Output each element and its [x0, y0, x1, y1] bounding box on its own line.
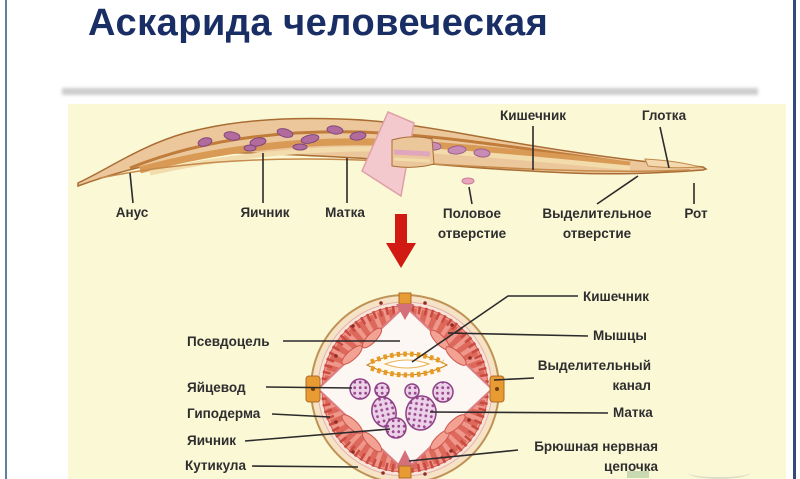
panel-top-shadow	[62, 88, 758, 95]
label-genital-opening-line1: Половое	[443, 206, 502, 221]
label-ovary-top: Яичник	[240, 205, 289, 220]
reproductive-organs	[349, 378, 454, 439]
artifact-smudge	[688, 467, 750, 479]
label-oviduct: Яйцевод	[187, 380, 246, 395]
worm-pharynx	[644, 158, 701, 169]
label-genital-opening-line2: отверстие	[438, 226, 507, 241]
excretory-canals	[305, 375, 505, 403]
label-excretory-canal-line1: Выделительный	[538, 358, 651, 373]
label-hypodermis: Гиподерма	[187, 406, 261, 421]
right-edge-line	[793, 0, 796, 479]
label-intestine-top: Кишечник	[500, 108, 566, 123]
intestine-cross	[365, 351, 449, 378]
label-pharynx: Глотка	[642, 108, 687, 123]
cut-plane	[361, 111, 435, 198]
label-cuticle: Кутикула	[185, 458, 246, 473]
label-uterus-cross: Матка	[613, 405, 653, 420]
nerve-cords	[396, 292, 414, 479]
worm-genital-pore	[461, 177, 475, 185]
label-ventral-nerve-line2: цепочка	[604, 459, 658, 474]
label-excretory-opening-line2: отверстие	[563, 226, 632, 241]
label-excretory-canal-line2: канал	[612, 378, 651, 393]
label-pseudocoel: Псевдоцель	[187, 334, 270, 349]
cross-section-leader-lines	[244, 295, 609, 468]
artifact-chip	[627, 471, 649, 478]
label-muscles: Мышцы	[593, 328, 647, 343]
cross-section-labels-right: Кишечник Мышцы Выделительный канал Матка…	[534, 289, 658, 474]
worm-ovary-coils	[197, 125, 367, 152]
label-ovary-cross: Яичник	[187, 433, 236, 448]
cross-section-illustration	[305, 292, 505, 479]
label-ventral-nerve-line1: Брюшная нервная	[534, 439, 658, 454]
longitudinal-labels: Кишечник Глотка Анус Яичник Матка Полово…	[116, 108, 708, 241]
left-edge-line	[5, 0, 7, 479]
cross-section-labels-left: Псевдоцель Яйцевод Гиподерма Яичник Кути…	[185, 334, 270, 473]
label-intestine-cross: Кишечник	[583, 289, 649, 304]
down-arrow-icon	[386, 214, 416, 268]
page-title: Аскарида человеческая	[88, 2, 549, 44]
label-anus: Анус	[116, 205, 149, 220]
muscle-feathers	[341, 327, 467, 453]
longitudinal-leader-lines	[129, 126, 695, 205]
label-excretory-opening-line1: Выделительное	[542, 206, 652, 221]
label-mouth: Рот	[684, 206, 708, 221]
muscle-nuclei	[334, 301, 472, 476]
label-uterus-top: Матка	[325, 205, 365, 220]
